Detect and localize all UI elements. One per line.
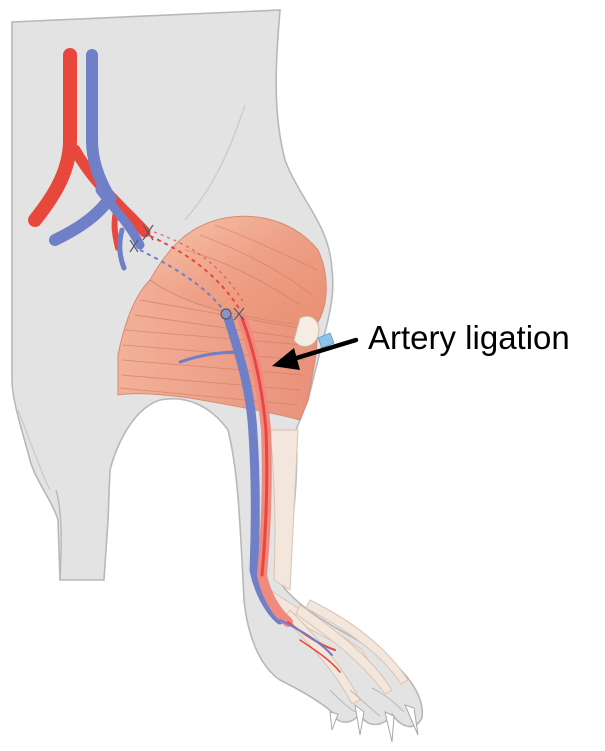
annotation-label: Artery ligation (368, 319, 570, 356)
